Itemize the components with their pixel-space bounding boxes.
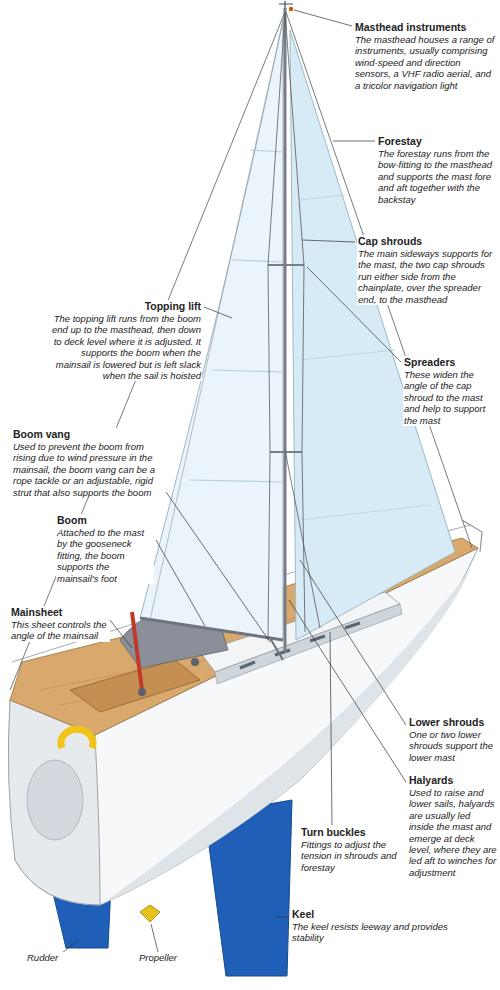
part-description: Attached to the mast by the gooseneck fi… [56, 527, 154, 584]
transom [8, 700, 100, 905]
leader-line [330, 632, 332, 825]
leader-line [156, 540, 205, 626]
part-description: The forestay runs from the bow-fitting t… [377, 148, 497, 205]
part-description: One or two lower shrouds support the low… [408, 729, 496, 763]
part-name: Keel [291, 908, 461, 921]
spreaders-spars [268, 265, 304, 452]
part-description: These widen the angle of the cap shroud … [403, 369, 497, 426]
leader-line [294, 10, 352, 26]
part-name: Propeller [138, 952, 208, 963]
masthead-light [289, 7, 293, 11]
part-name: Lower shrouds [408, 716, 496, 729]
propeller-shape [140, 905, 160, 922]
winch [191, 658, 199, 666]
part-name: Boom vang [12, 428, 164, 441]
leader-line [166, 492, 270, 642]
part-description: The main sideways supports for the mast,… [357, 248, 495, 305]
part-description: Used to raise and lower sails, halyards … [408, 787, 498, 878]
part-description: The keel resists leeway and provides sta… [291, 921, 461, 944]
part-name: Halyards [408, 774, 498, 787]
part-name: Rudder [26, 952, 86, 963]
boom-vang-strut [270, 638, 283, 660]
part-description: The masthead houses a range of instrumen… [354, 34, 497, 91]
part-name: Forestay [377, 135, 497, 148]
leader-line [204, 307, 232, 318]
part-name: Mainsheet [10, 606, 110, 619]
cockpit [70, 660, 200, 712]
part-name: Turn buckles [300, 826, 400, 839]
leader-line [289, 600, 406, 782]
cap-shroud-wire [285, 12, 305, 632]
part-description: Used to prevent the boom from rising due… [12, 441, 164, 498]
part-name: Masthead instruments [354, 21, 497, 34]
jib [290, 30, 455, 640]
cap-shroud-wire [268, 12, 285, 640]
leader-line [333, 141, 375, 142]
leader-line [151, 924, 158, 952]
backstay-wire [10, 12, 285, 690]
leader-line [276, 917, 289, 918]
leader-line [302, 240, 355, 242]
winch [138, 688, 146, 696]
mainsail-battens [190, 150, 283, 482]
part-name: Spreaders [403, 356, 497, 369]
part-name: Cap shrouds [357, 235, 495, 248]
mast [284, 8, 287, 652]
leader-line [110, 620, 132, 648]
part-description: This sheet controls the angle of the mai… [10, 619, 110, 642]
stern-step [27, 760, 83, 840]
part-name: Boom [56, 514, 154, 527]
lifebuoy [61, 729, 93, 748]
boom-spar [140, 618, 283, 640]
part-description: The topping lift runs from the boom end … [45, 313, 202, 381]
part-description: Fittings to adjust the tension in shroud… [300, 839, 400, 873]
leader-line [300, 560, 406, 725]
part-name: Topping lift [45, 300, 202, 313]
mainsheet-tackle [132, 612, 142, 690]
